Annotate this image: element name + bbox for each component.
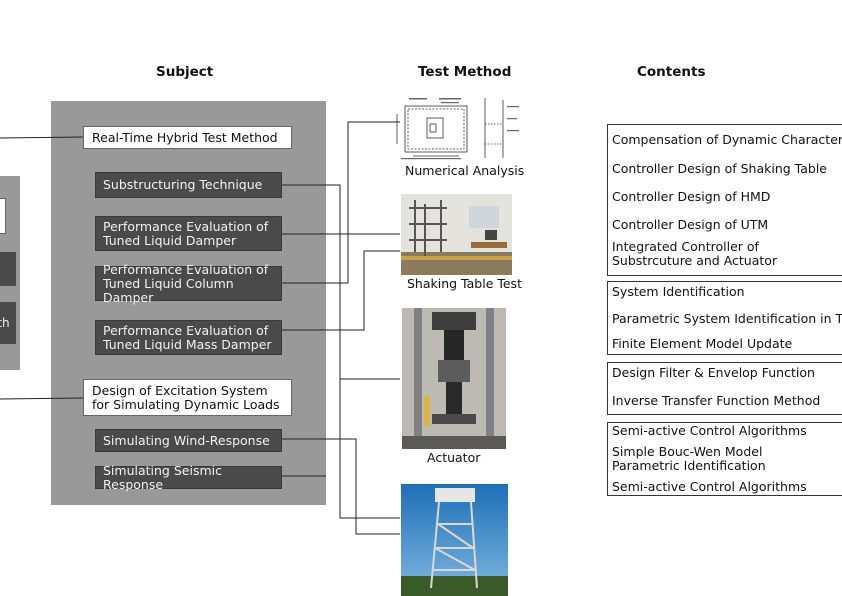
rthtm-box: Real-Time Hybrid Test Method — [83, 126, 292, 149]
shaking-table-photo — [401, 194, 512, 275]
content-item: Parametric System Identification in Time… — [612, 311, 842, 326]
tower-photo — [401, 484, 508, 596]
line-tlmd — [282, 250, 400, 331]
left-partial-white-box — [0, 198, 6, 234]
left-partial-dark-box-2: ith — [0, 302, 16, 344]
rthtm-label: Real-Time Hybrid Test Method — [92, 129, 278, 145]
wind-response-box: Simulating Wind-Response — [95, 429, 282, 452]
tlmd-box: Performance Evaluation of Tuned Liquid M… — [95, 320, 282, 355]
wind-response-label: Simulating Wind-Response — [103, 432, 270, 448]
tld-label: Performance Evaluation of Tuned Liquid D… — [103, 218, 269, 248]
line-wind — [282, 438, 400, 535]
subject-header: Subject — [156, 64, 214, 80]
content-item: Design Filter & Envelop Function — [612, 365, 815, 380]
contents-group-2: System Identification Parametric System … — [607, 281, 842, 355]
line-left-excitation — [0, 397, 84, 400]
content-item: Semi-active Control Algorithms — [612, 423, 807, 438]
excitation-box: Design of Excitation System for Simulati… — [83, 379, 292, 416]
substructuring-box: Substructuring Technique — [95, 172, 282, 198]
seismic-response-label: Simulating Seismic Response — [103, 462, 222, 492]
content-item: Simple Bouc-Wen Model Parametric Identif… — [612, 444, 766, 473]
tower-image — [401, 484, 508, 596]
left-partial-dark-box-1 — [0, 252, 16, 286]
content-item: Finite Element Model Update — [612, 336, 793, 351]
line-left-rthtm — [0, 136, 84, 139]
seismic-response-box: Simulating Seismic Response — [95, 462, 282, 492]
content-item: Semi-active Control Algorithms — [612, 479, 807, 494]
left-partial-label: ith — [0, 316, 10, 330]
contents-group-1: Compensation of Dynamic Characteristics … — [607, 124, 842, 276]
contents-group-4: Semi-active Control Algorithms Simple Bo… — [607, 422, 842, 496]
shaking-table-image — [401, 194, 512, 275]
contents-header: Contents — [637, 64, 706, 80]
line-tlcd — [282, 121, 400, 284]
actuator-caption: Actuator — [427, 450, 481, 465]
content-item: Inverse Transfer Function Method — [612, 393, 821, 408]
content-item: Integrated Controller of Substrcuture an… — [612, 239, 778, 268]
numerical-analysis-drawing — [396, 98, 519, 160]
numerical-analysis-caption: Numerical Analysis — [405, 163, 525, 178]
content-item: Compensation of Dynamic Characteristics — [612, 132, 842, 147]
line-substructuring — [282, 184, 400, 519]
content-item: Controller Design of Shaking Table — [612, 161, 827, 176]
shaking-table-caption: Shaking Table Test — [407, 276, 522, 291]
content-item: System Identification — [612, 284, 745, 299]
tlcd-box: Performance Evaluation of Tuned Liquid C… — [95, 262, 282, 304]
tlmd-label: Performance Evaluation of Tuned Liquid M… — [103, 322, 272, 352]
tld-box: Performance Evaluation of Tuned Liquid D… — [95, 216, 282, 251]
actuator-photo — [402, 308, 506, 449]
tlcd-label: Performance Evaluation of Tuned Liquid C… — [103, 261, 269, 305]
content-item: Controller Design of UTM — [612, 217, 769, 232]
content-item: Controller Design of HMD — [612, 189, 771, 204]
test-method-header: Test Method — [418, 64, 512, 80]
actuator-image — [402, 308, 506, 449]
substructuring-label: Substructuring Technique — [103, 177, 263, 192]
contents-group-3: Design Filter & Envelop Function Inverse… — [607, 362, 842, 415]
excitation-label: Design of Excitation System for Simulati… — [92, 382, 280, 412]
